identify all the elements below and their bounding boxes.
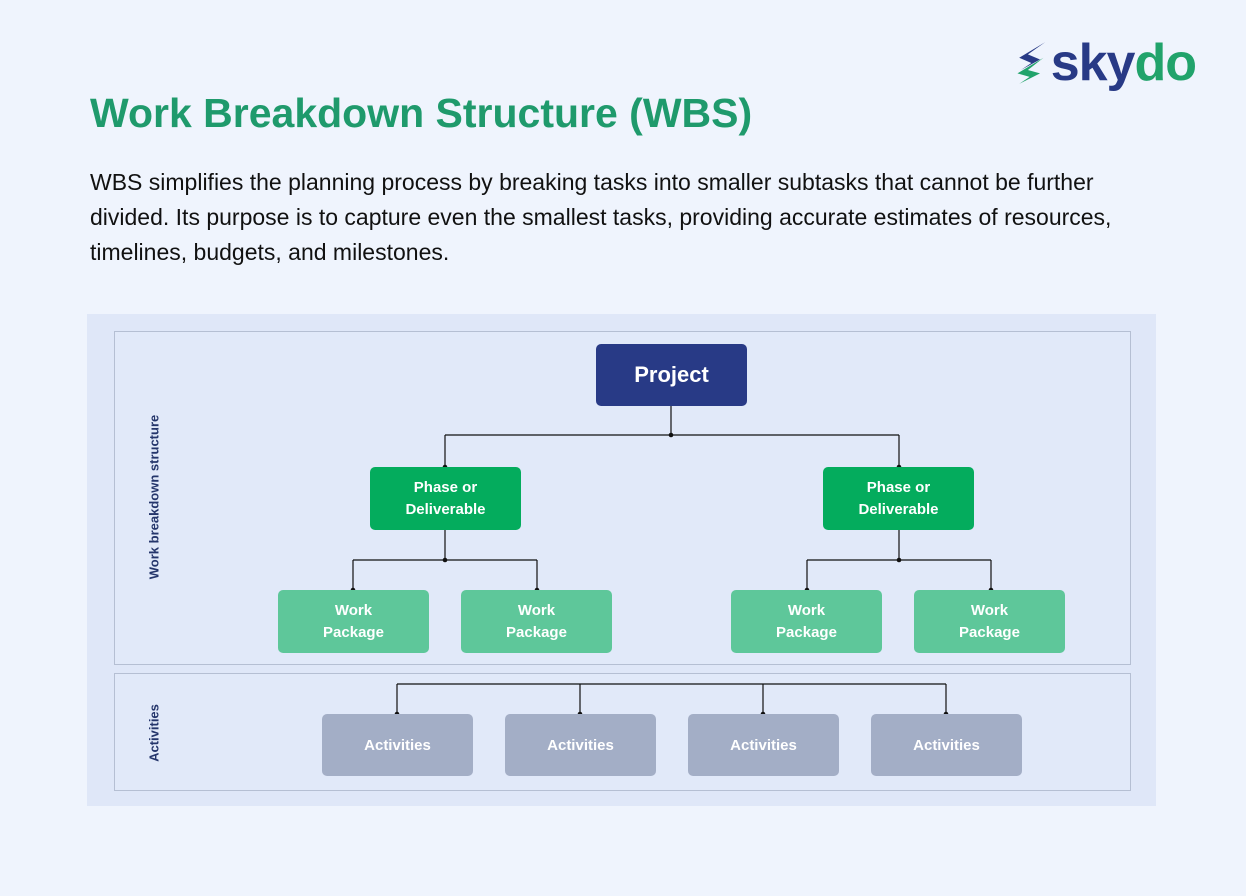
node-phase-2: Phase or Deliverable [823,467,974,530]
skydo-logo-icon [1017,42,1046,84]
node-activity-2: Activities [505,714,656,776]
node-work-package-3: Work Package [731,590,882,653]
node-activity-1: Activities [322,714,473,776]
node-phase-1: Phase or Deliverable [370,467,521,530]
section-label-wbs: Work breakdown structure [146,414,162,580]
skydo-wordmark: skydo [1050,34,1197,92]
node-work-package-4: Work Package [914,590,1065,653]
node-project: Project [596,344,747,406]
logo-text-do: do [1134,34,1197,92]
logo-text-sky: sky [1050,34,1136,92]
section-label-activities: Activities [146,704,162,762]
page-title: Work Breakdown Structure (WBS) [90,90,753,136]
node-work-package-2: Work Package [461,590,612,653]
node-activity-3: Activities [688,714,839,776]
node-activity-4: Activities [871,714,1022,776]
skydo-logo: skydo [1014,34,1197,92]
node-work-package-1: Work Package [278,590,429,653]
page-description: WBS simplifies the planning process by b… [90,169,1112,265]
